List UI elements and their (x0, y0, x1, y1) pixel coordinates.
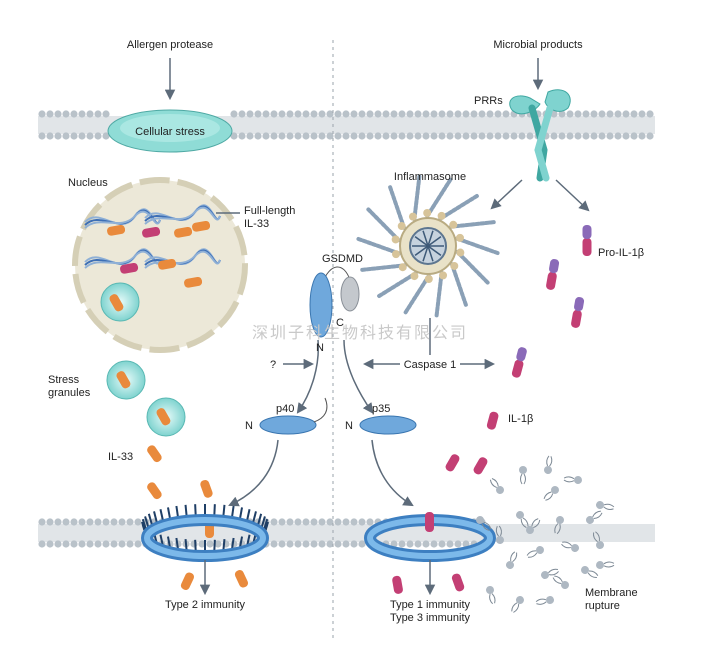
label-granules: granules (48, 387, 91, 399)
gsdmd-p35-fragment (359, 415, 417, 435)
label-n-terminus: N (316, 342, 324, 354)
label-microbial-products: Microbial products (493, 39, 583, 51)
gsdmd-p40-pore (141, 504, 269, 562)
label-nucleus: Nucleus (68, 177, 108, 189)
label-type3-immunity: Type 3 immunity (390, 612, 471, 624)
il33-molecule (109, 294, 124, 312)
label-membrane: Membrane (585, 587, 638, 599)
label-stress: Stress (48, 374, 80, 386)
label-rupture: rupture (585, 600, 620, 612)
label-pro-il1b: Pro-IL-1β (598, 247, 644, 259)
gsdmd-p35-pore (364, 512, 496, 562)
label-full-length: Full-length (244, 205, 295, 217)
label-type2-immunity: Type 2 immunity (165, 599, 246, 611)
stress-granules (106, 360, 186, 437)
label-p35: p35 (372, 403, 390, 415)
label-caspase-1: Caspase 1 (404, 359, 457, 371)
label-il1b: IL-1β (508, 413, 533, 425)
label-prrs: PRRs (474, 95, 503, 107)
label-cellular-stress: Cellular stress (135, 126, 205, 138)
label-p40-n: N (245, 420, 253, 432)
gsdmd-full-length (309, 266, 360, 338)
nucleus (72, 177, 248, 353)
label-full-length-il33: IL-33 (244, 218, 269, 230)
il1b-molecules (392, 225, 592, 594)
inflammasome-complex (356, 174, 500, 318)
cellular-stress-blob (107, 109, 233, 153)
label-type1-immunity: Type 1 immunity (390, 599, 471, 611)
label-c-terminus: C (336, 317, 344, 329)
arrows (164, 58, 590, 596)
label-question: ? (270, 359, 276, 371)
chromatin (84, 204, 221, 288)
label-allergen-protease: Allergen protease (127, 39, 213, 51)
label-il33: IL-33 (108, 451, 133, 463)
label-p40: p40 (276, 403, 294, 415)
label-inflammasome: Inflammasome (394, 171, 466, 183)
gsdmd-p40-fragment (259, 397, 328, 435)
prr-receptor (509, 89, 571, 182)
label-gsdmd: GSDMD (322, 253, 363, 265)
label-p35-n: N (345, 420, 353, 432)
membrane-rupture-lipids (476, 455, 615, 613)
watermark: 深圳子科生物科技有限公司 (252, 323, 468, 342)
